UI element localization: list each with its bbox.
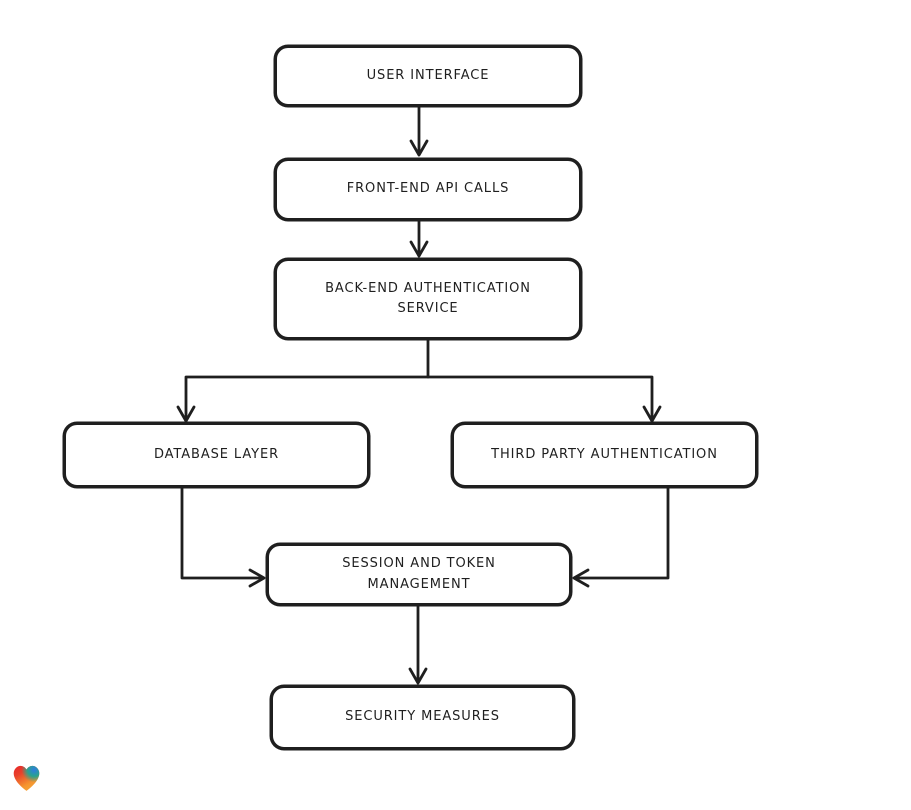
node-back-end-authentication-service: BACK-END AUTHENTICATION SERVICE <box>274 258 582 340</box>
node-third-party-authentication: THIRD PARTY AUTHENTICATION <box>451 422 758 488</box>
edge-session-and-token-management-to-security-measures <box>408 603 428 685</box>
node-session-and-token-management-label: SESSION AND TOKEN MANAGEMENT <box>342 556 496 592</box>
gradient-heart-logo-icon[interactable] <box>10 762 43 793</box>
node-back-end-authentication-service-label: BACK-END AUTHENTICATION SERVICE <box>325 280 531 316</box>
node-security-measures: SECURITY MEASURES <box>270 685 575 750</box>
edge-front-end-api-calls-to-back-end-authentication-service <box>409 218 429 258</box>
node-front-end-api-calls: FRONT-END API CALLS <box>274 158 582 221</box>
node-database-layer: DATABASE LAYER <box>63 422 370 488</box>
edge-user-interface-to-front-end-api-calls <box>409 104 429 157</box>
node-user-interface-label: USER INTERFACE <box>366 67 490 83</box>
node-user-interface: USER INTERFACE <box>274 45 582 107</box>
node-security-measures-label: SECURITY MEASURES <box>345 709 500 725</box>
node-front-end-api-calls-label: FRONT-END API CALLS <box>346 181 510 197</box>
node-database-layer-label: DATABASE LAYER <box>153 446 280 462</box>
edge-third-party-authentication-to-session-and-token-management <box>572 485 670 588</box>
node-third-party-authentication-label: THIRD PARTY AUTHENTICATION <box>491 446 718 462</box>
node-session-and-token-management: SESSION AND TOKEN MANAGEMENT <box>266 543 572 606</box>
edge-back-end-authentication-service-branch <box>176 337 662 423</box>
edge-database-layer-to-session-and-token-management <box>180 485 266 588</box>
